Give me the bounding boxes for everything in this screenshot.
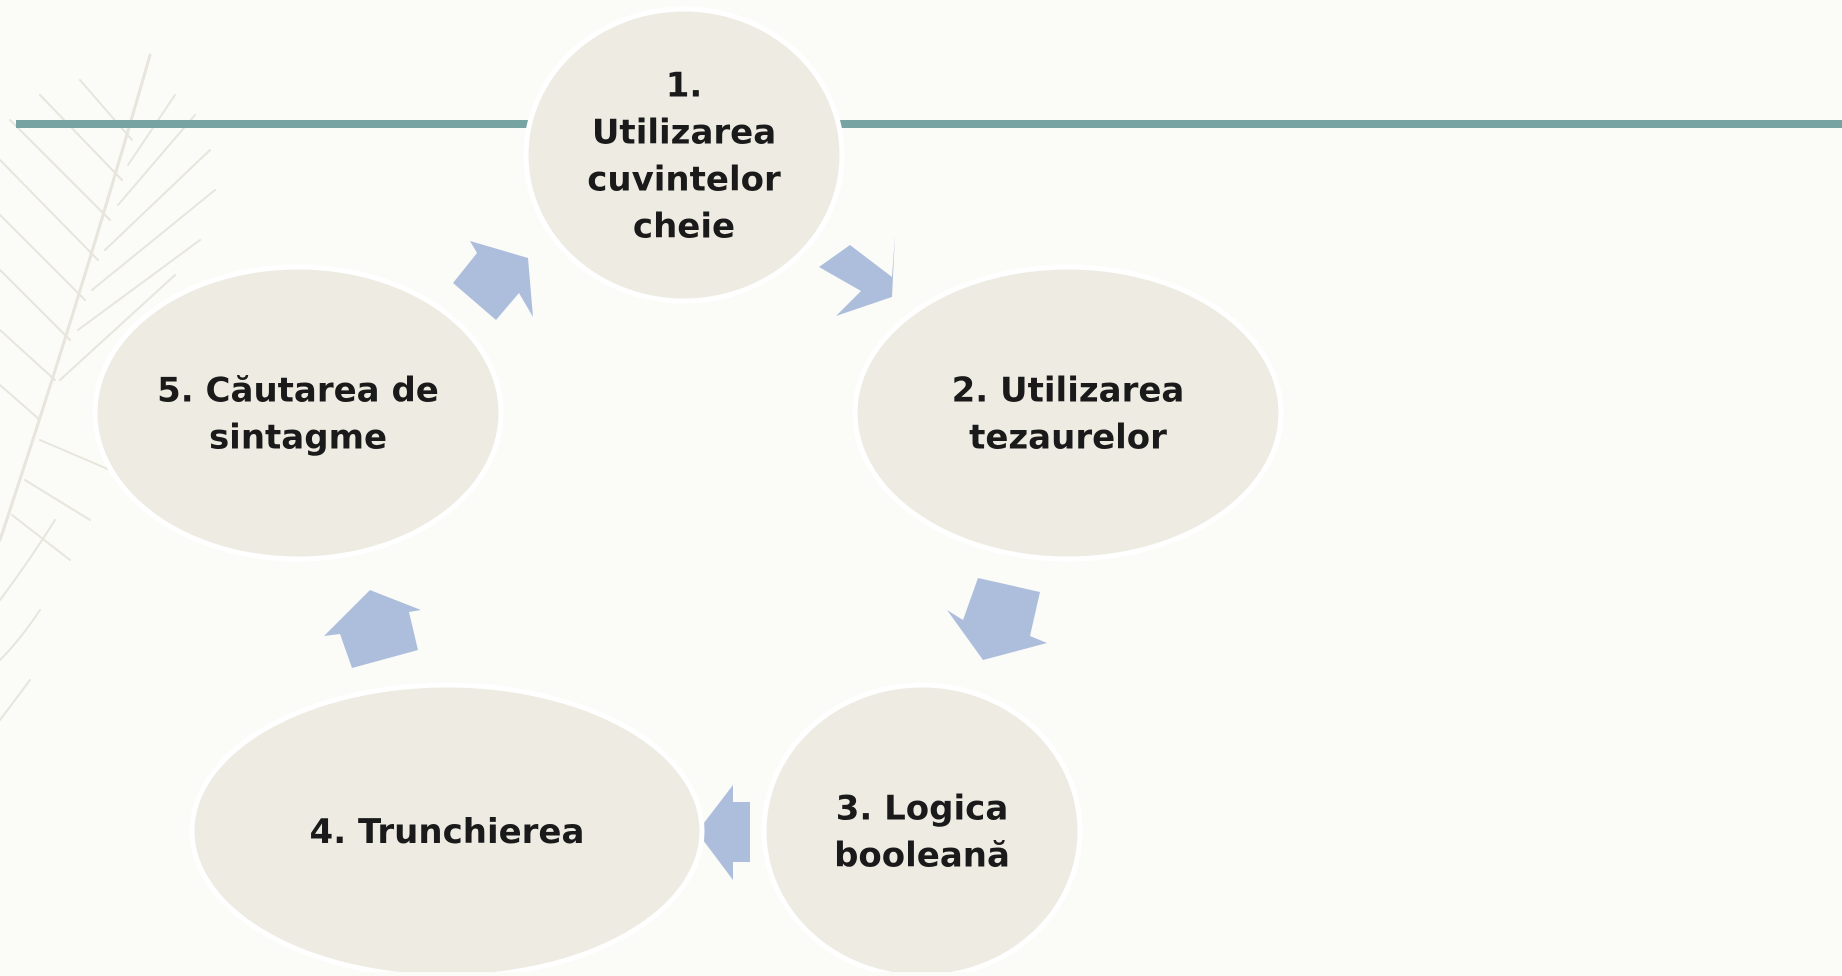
node-label-line: Utilizarea: [592, 113, 776, 153]
node-2: 2. Utilizarea tezaurelor: [852, 264, 1284, 562]
node-label-line: cuvintelor: [587, 160, 781, 200]
node-2-label: 2. Utilizarea tezaurelor: [952, 371, 1185, 458]
node-label-line: sintagme: [209, 418, 387, 458]
node-label-line: 1.: [666, 66, 703, 106]
node-label-line: 2. Utilizarea: [952, 371, 1185, 411]
node-1-label: 1. Utilizarea cuvintelor cheie: [587, 66, 781, 247]
node-5: 5. Căutarea de sintagme: [92, 264, 504, 562]
arrow-3-to-4: [697, 785, 750, 880]
node-4-label: 4. Trunchierea: [310, 812, 585, 852]
node-label-line: booleană: [834, 836, 1010, 876]
arrow-4-to-5: [324, 590, 421, 668]
arrow-2-to-3: [947, 578, 1047, 660]
node-1: 1. Utilizarea cuvintelor cheie: [523, 6, 845, 304]
node-label-line: 4. Trunchierea: [310, 812, 585, 852]
node-3: 3. Logica booleană: [761, 682, 1083, 976]
nodes-group: 1. Utilizarea cuvintelor cheie 2. Utilizare…: [92, 6, 1284, 976]
node-4: 4. Trunchierea: [189, 682, 705, 976]
arrow-5-to-1: [453, 241, 533, 320]
node-label-line: 5. Căutarea de: [157, 371, 439, 411]
arrows-group: [324, 235, 1047, 880]
node-5-label: 5. Căutarea de sintagme: [157, 371, 439, 458]
node-3-label: 3. Logica booleană: [834, 789, 1010, 876]
arrow-1-to-2: [819, 235, 895, 316]
node-label-line: 3. Logica: [836, 789, 1009, 829]
node-label-line: cheie: [633, 207, 735, 247]
node-label-line: tezaurelor: [969, 418, 1167, 458]
